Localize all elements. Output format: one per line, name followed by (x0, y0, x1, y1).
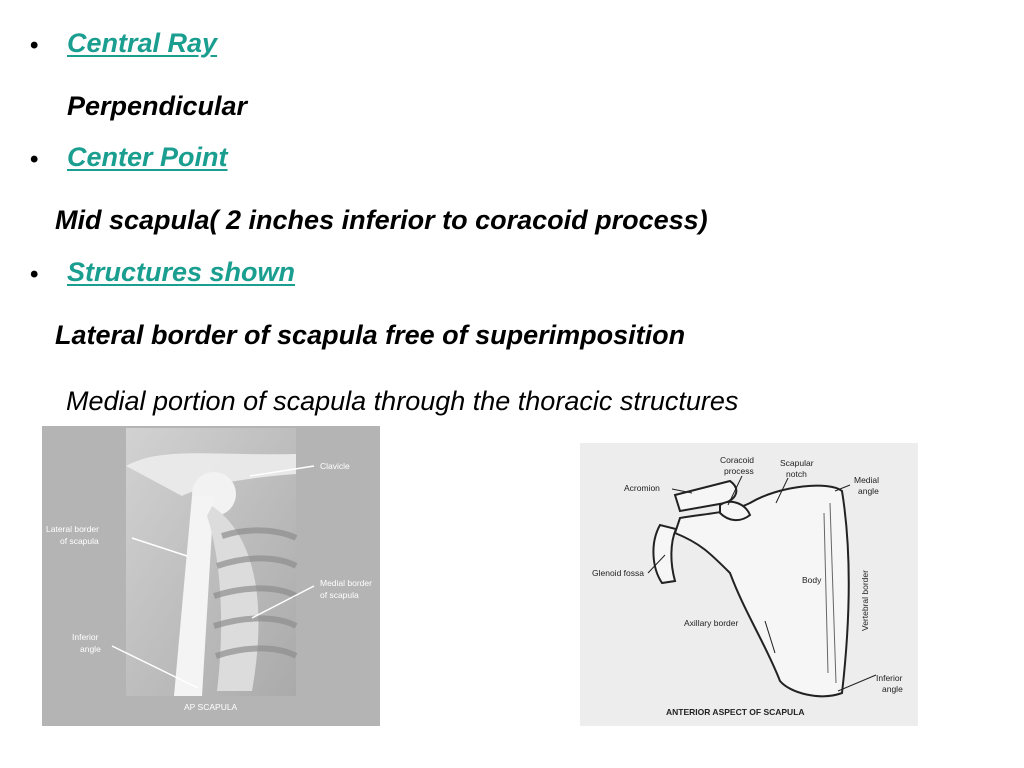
heading-structures-shown: Structures shown (67, 257, 296, 287)
label-lateral-border-line1: Lateral border (46, 524, 99, 534)
label-glenoid-fossa: Glenoid fossa (592, 568, 644, 578)
label-scapular-notch-line2: notch (786, 469, 807, 479)
label-medial-border-line2: of scapula (320, 590, 359, 600)
label-inferior-angle-line2: angle (80, 644, 101, 654)
diagram-caption: ANTERIOR ASPECT OF SCAPULA (666, 707, 805, 717)
ribs (213, 527, 298, 659)
glenoid-fossa-shape (652, 523, 678, 585)
bullet-marker: • (30, 32, 39, 59)
bullet-marker: • (30, 261, 39, 288)
label-coracoid-line1: Coracoid (720, 455, 754, 465)
humerus-shape (174, 496, 214, 696)
label-vertebral-border: Vertebral border (860, 570, 870, 631)
coracoid-shape (719, 500, 752, 521)
heading-central-ray: Central Ray (67, 28, 218, 58)
scapula-anterior-diagram: Coracoid process Scapular notch Medial a… (580, 443, 918, 726)
label-acromion: Acromion (624, 483, 660, 493)
structures-detail-medial: Medial portion of scapula through the th… (66, 386, 739, 416)
xray-caption: AP SCAPULA (184, 702, 238, 712)
label-body: Body (802, 575, 822, 585)
label-medial-angle-line1: Medial (854, 475, 879, 485)
label-lateral-border-line2: of scapula (60, 536, 99, 546)
central-ray-detail: Perpendicular (67, 91, 248, 121)
scapula-drawing: Coracoid process Scapular notch Medial a… (592, 455, 903, 717)
ap-scapula-xray-image: Clavicle Lateral border of scapula Media… (42, 426, 380, 726)
scapula-shape (207, 506, 259, 691)
xray-leader-lines (111, 465, 315, 689)
label-scapular-notch-line1: Scapular (780, 458, 814, 468)
label-inferior-angle-line1: Inferior (876, 673, 903, 683)
label-clavicle: Clavicle (320, 461, 350, 471)
diagram-leader-lines (647, 475, 877, 692)
xray-illustration: Clavicle Lateral border of scapula Media… (46, 428, 372, 712)
label-medial-angle-line2: angle (858, 486, 879, 496)
scapula-outline (673, 484, 850, 698)
label-inferior-angle-line1: Inferior (72, 632, 99, 642)
vertebral-border-shading (823, 502, 837, 684)
center-point-detail: Mid scapula( 2 inches inferior to coraco… (55, 205, 708, 235)
structures-detail-lateral: Lateral border of scapula free of superi… (55, 320, 686, 350)
heading-center-point: Center Point (67, 142, 228, 172)
label-medial-border-line1: Medial border (320, 578, 372, 588)
label-axillary-border: Axillary border (684, 618, 738, 628)
bullet-marker: • (30, 146, 39, 173)
label-inferior-angle-line2: angle (882, 684, 903, 694)
label-coracoid-line2: process (724, 466, 754, 476)
